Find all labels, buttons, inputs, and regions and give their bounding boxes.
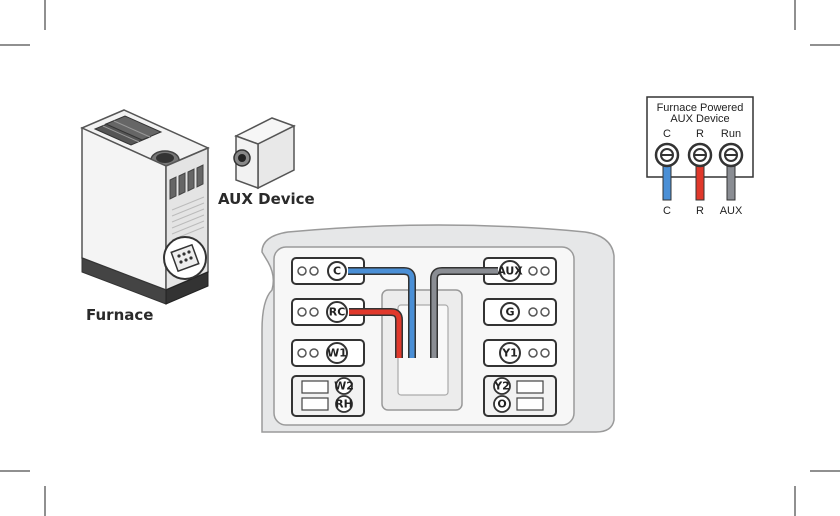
terminal-y1-label: Y1: [501, 347, 518, 360]
switch-w2-label: W2: [334, 380, 354, 393]
aux-box-terminal-top-c: C: [663, 128, 671, 140]
terminal-rc-label: RC: [329, 306, 346, 319]
switch-y2-label: Y2: [493, 380, 510, 393]
aux-device-label: AUX Device: [218, 190, 315, 208]
aux-box-terminal-bottom-c: C: [663, 205, 671, 217]
switch-y2-o: Y2 O: [484, 376, 556, 416]
aux-box-terminal-bottom-aux: AUX: [720, 205, 743, 217]
aux-box-terminal-top-run: Run: [721, 128, 741, 140]
terminal-g: G: [484, 299, 556, 325]
furnace-label: Furnace: [86, 306, 153, 324]
switch-w2-rh: W2 RH: [292, 376, 364, 416]
aux-wiring-box: Furnace Powered AUX Device C R Run C R A…: [647, 97, 753, 217]
aux-box-terminal-top-r: R: [696, 128, 704, 140]
switch-rh-label: RH: [335, 398, 353, 411]
furnace-illustration: [82, 110, 208, 304]
aux-box-title-line2: AUX Device: [670, 113, 729, 125]
terminal-y1: Y1: [484, 340, 556, 366]
switch-o-label: O: [497, 398, 506, 411]
terminal-w1-label: W1: [327, 347, 347, 360]
terminal-c-label: C: [333, 265, 341, 278]
aux-box-screws: [656, 144, 742, 166]
terminal-w1: W1: [292, 340, 364, 366]
aux-device-illustration: [234, 118, 294, 188]
terminal-g-label: G: [505, 306, 514, 319]
terminal-aux-label: AUX: [497, 265, 523, 278]
aux-box-terminal-bottom-r: R: [696, 205, 704, 217]
